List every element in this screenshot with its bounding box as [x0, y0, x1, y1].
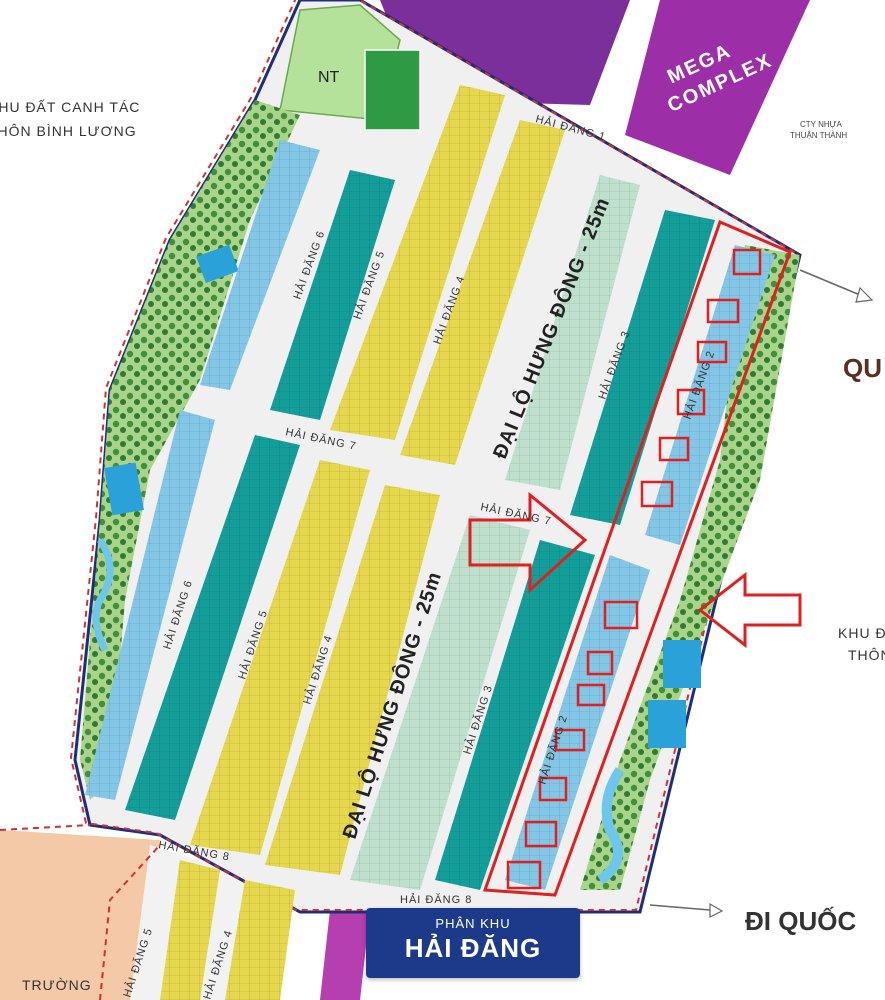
right-green-belt — [580, 245, 800, 890]
mega-complex-plot — [625, 0, 810, 175]
road-arrow-bottom-right — [649, 904, 711, 911]
road-hd8-bottom: HẢI ĐĂNG 8 — [400, 893, 472, 906]
cty-line2: THUẬN THÀNH — [790, 131, 847, 140]
highlight-strip — [482, 219, 792, 897]
block-upper-6 — [570, 210, 715, 525]
block-upper-7 — [645, 245, 775, 545]
block-bottom-2 — [225, 880, 295, 1000]
left-court-2 — [104, 462, 144, 516]
arrow-right — [468, 491, 588, 594]
purple-plot-bottom — [320, 910, 370, 1000]
highlight-lot-1 — [732, 248, 762, 276]
block-upper-3 — [330, 85, 505, 440]
block-lower-6 — [435, 540, 595, 890]
right-edge-q: QU — [843, 353, 882, 383]
highlight-lot-2 — [706, 298, 740, 324]
cty-line1: CTY NHỰA — [800, 120, 842, 129]
zone-subtitle: PHÂN KHU — [435, 916, 511, 931]
highlight-lot-7 — [603, 600, 639, 630]
block-upper-1 — [200, 140, 320, 390]
highlight-lots — [506, 248, 762, 890]
left-court-1 — [196, 244, 239, 283]
right-court-2 — [648, 700, 686, 748]
block-lower-2 — [125, 435, 300, 820]
left-pond — [92, 538, 114, 652]
right-area-line1: KHU Đ — [838, 625, 885, 641]
highlight-lot-4 — [676, 388, 706, 416]
highlight-lot-8 — [586, 650, 614, 676]
di-quoc-label: ĐI QUỐC — [745, 906, 856, 936]
truong-label: TRƯỜNG — [22, 977, 92, 993]
highlight-lot-5 — [658, 436, 690, 462]
site-boundary-dashed — [69, 0, 798, 911]
nt-label: NT — [318, 69, 340, 86]
left-area-line1: KHU ĐẤT CANH TÁC — [0, 99, 140, 115]
highlight-lot-13 — [506, 860, 542, 890]
block-upper-2 — [270, 170, 395, 420]
block-upper-4 — [400, 120, 565, 465]
block-lower-4 — [265, 485, 440, 875]
highlight-lot-3 — [696, 340, 728, 364]
road-arrow-top-right — [799, 269, 861, 296]
highlight-lot-11 — [538, 776, 568, 802]
highlight-lot-6 — [640, 480, 674, 508]
right-court-1 — [663, 640, 701, 688]
lower-blocks — [85, 410, 650, 890]
right-area-line2: THÔN — [848, 647, 885, 663]
zone-title-badge: PHÂN KHU HẢI ĐĂNG — [366, 908, 580, 978]
school-plot — [0, 830, 160, 1000]
zone-title: HẢI ĐĂNG — [404, 933, 542, 963]
highlight-lot-10 — [554, 728, 586, 752]
upper-blocks — [200, 85, 775, 545]
block-lower-1 — [85, 410, 215, 800]
highlight-lot-12 — [524, 820, 558, 848]
arrow-left — [697, 571, 802, 649]
block-upper-5 — [505, 175, 640, 490]
boundary-dash-left — [0, 824, 91, 831]
block-lower-3 — [190, 460, 370, 855]
block-bottom-1 — [160, 860, 220, 1000]
arrow-head-top-right — [855, 286, 874, 303]
block-lower-7 — [505, 555, 650, 890]
boundary-dash-bottom — [99, 844, 161, 1000]
left-area-line2: THÔN BÌNH LƯƠNG — [0, 123, 137, 139]
right-pond — [597, 767, 625, 885]
highlight-lot-9 — [576, 683, 606, 707]
arrow-head-bottom-right — [709, 902, 724, 918]
block-lower-5 — [350, 515, 530, 890]
sport-field-top — [364, 49, 421, 131]
